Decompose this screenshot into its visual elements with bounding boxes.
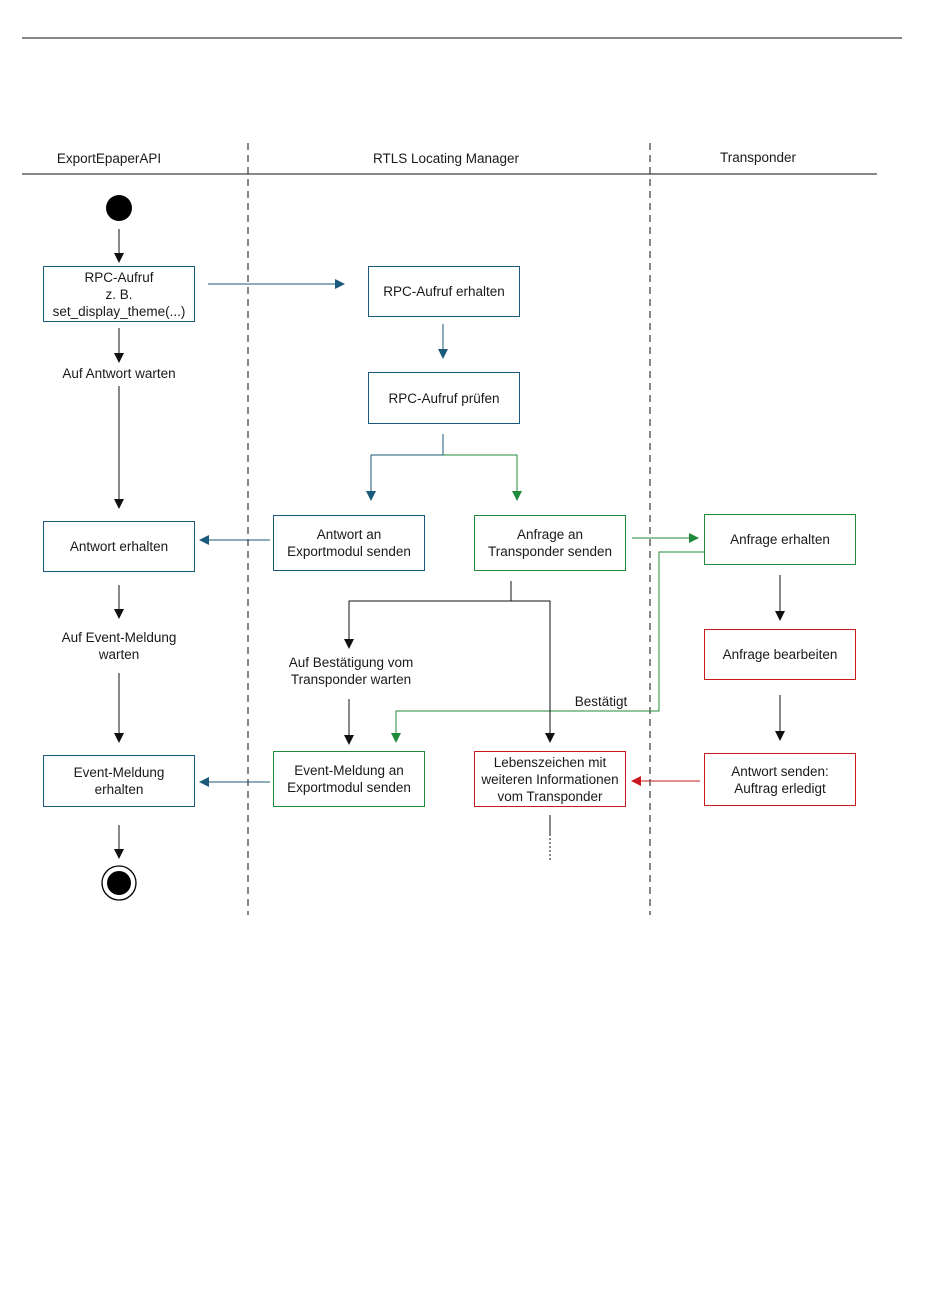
answer-received-box: Antwort erhalten [43,521,195,572]
event-received-box: Event-Meldung erhalten [43,755,195,807]
send-done-box: Antwort senden: Auftrag erledigt [704,753,856,806]
arrow-confirmation [391,551,704,743]
wait-event-label: Auf Event-Meldung warten [61,630,177,662]
fork-line [344,581,512,649]
rpc-check-box: RPC-Aufruf prüfen [368,372,520,424]
send-event-box: Event-Meldung an Exportmodul senden [273,751,425,807]
confirmed-label: Bestätigt [574,694,628,709]
arrow-check-to-send-request [443,454,522,501]
fork-line-right [511,600,555,743]
send-answer-box: Antwort an Exportmodul senden [273,515,425,571]
start-node [106,195,132,221]
request-received-box: Anfrage erhalten [704,514,856,565]
lane-header-rtls: RTLS Locating Manager [372,151,520,166]
send-request-box: Anfrage an Transponder senden [474,515,626,571]
process-request-box: Anfrage bearbeiten [704,629,856,680]
lane-header-export-api: ExportEpaperAPI [56,151,162,166]
end-node-inner [107,871,131,895]
wait-confirmation-label: Auf Bestätigung vom Transponder warten [288,655,414,687]
lane-header-transponder: Transponder [719,150,797,165]
rpc-received-box: RPC-Aufruf erhalten [368,266,520,317]
heartbeat-box: Lebenszeichen mit weiteren Informationen… [474,751,626,807]
arrow-check-to-send-answer [366,434,444,501]
wait-answer-label: Auf Antwort warten [62,366,176,381]
rpc-call-box: RPC-Aufruf z. B. set_display_theme(...) [43,266,195,322]
